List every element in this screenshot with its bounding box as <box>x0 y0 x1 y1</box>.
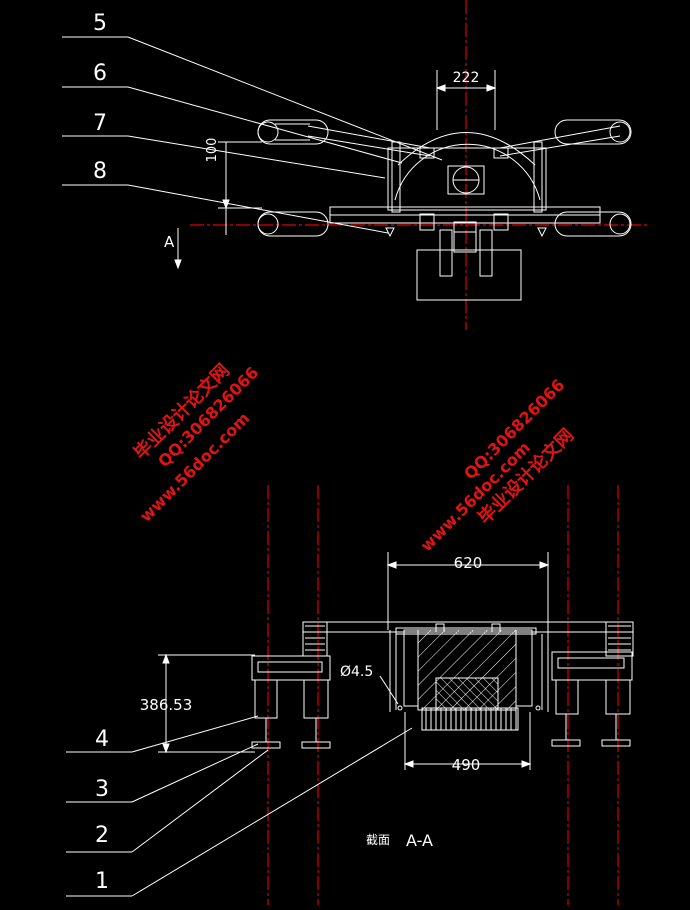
dimension-222 <box>435 70 497 130</box>
dimension-490 <box>403 712 532 770</box>
watermark-left: 毕业设计论文网 QQ:306826066 www.56doc.com <box>129 359 262 525</box>
section-title-prefix: 截面 <box>366 833 390 847</box>
dimension-490-label: 490 <box>452 756 481 774</box>
dimension-386 <box>158 653 255 754</box>
top-view <box>257 119 632 301</box>
callout-1: 1 <box>95 869 109 894</box>
dimension-100 <box>218 141 262 235</box>
section-arrow <box>174 228 182 270</box>
callout-6: 6 <box>93 61 107 86</box>
dimension-620-label: 620 <box>454 554 483 572</box>
callout-5: 5 <box>93 11 107 36</box>
callout-7: 7 <box>93 111 107 136</box>
dimension-222-label: 222 <box>453 70 480 86</box>
section-view <box>251 621 634 749</box>
callout-leaders-top <box>62 36 443 234</box>
callout-8: 8 <box>93 159 107 184</box>
callout-4: 4 <box>95 727 109 752</box>
diameter-label: Ø4.5 <box>340 664 373 680</box>
callout-leaders-bottom <box>66 715 413 897</box>
dimension-620 <box>386 552 550 630</box>
callout-3: 3 <box>95 777 109 802</box>
section-marker-label: A <box>164 233 175 251</box>
callout-2: 2 <box>95 823 109 848</box>
section-title-name: A-A <box>406 831 433 850</box>
diameter-leader <box>379 675 399 705</box>
watermark-right: QQ:306826066 www.56doc.com 毕业设计论文网 <box>417 375 579 555</box>
dimension-386-label: 386.53 <box>140 696 193 714</box>
